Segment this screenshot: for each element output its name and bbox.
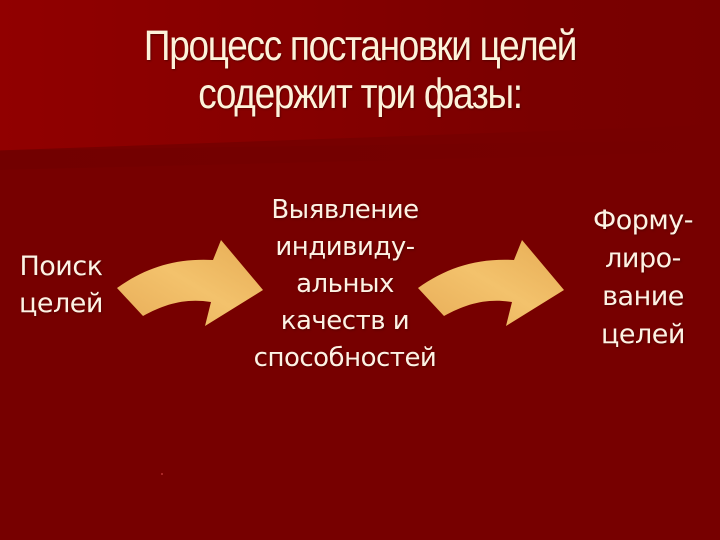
phase-1-line-1: Поиск <box>19 251 103 282</box>
phase-2-line-5: способностей <box>253 343 437 373</box>
title-line-2: содержит три фазы: <box>198 70 523 118</box>
phase-goal-formulation: Форму- лиро- вание целей <box>578 202 708 354</box>
artifact-dot <box>161 473 163 475</box>
slide-title: Процесс постановки целей содержит три фа… <box>50 22 669 118</box>
phase-3-line-3: вание <box>602 281 684 312</box>
phase-goal-search: Поиск целей <box>6 248 116 322</box>
phase-2-line-4: качеств и <box>280 306 410 336</box>
phase-individual-qualities: Выявление индивиду- альных качеств и спо… <box>230 192 460 377</box>
phase-2-line-2: индивиду- <box>275 232 415 262</box>
phase-2-line-3: альных <box>296 269 394 299</box>
title-line-1: Процесс постановки целей <box>143 22 577 70</box>
phase-3-line-1: Форму- <box>593 205 694 236</box>
phase-3-line-2: лиро- <box>605 243 681 274</box>
curved-arrow-right-icon <box>418 240 564 326</box>
phase-2-line-1: Выявление <box>271 195 419 225</box>
curved-arrow-right-icon <box>117 240 263 326</box>
background-top-band <box>0 0 720 151</box>
phase-3-line-4: целей <box>601 319 685 350</box>
phase-1-line-2: целей <box>19 288 103 319</box>
